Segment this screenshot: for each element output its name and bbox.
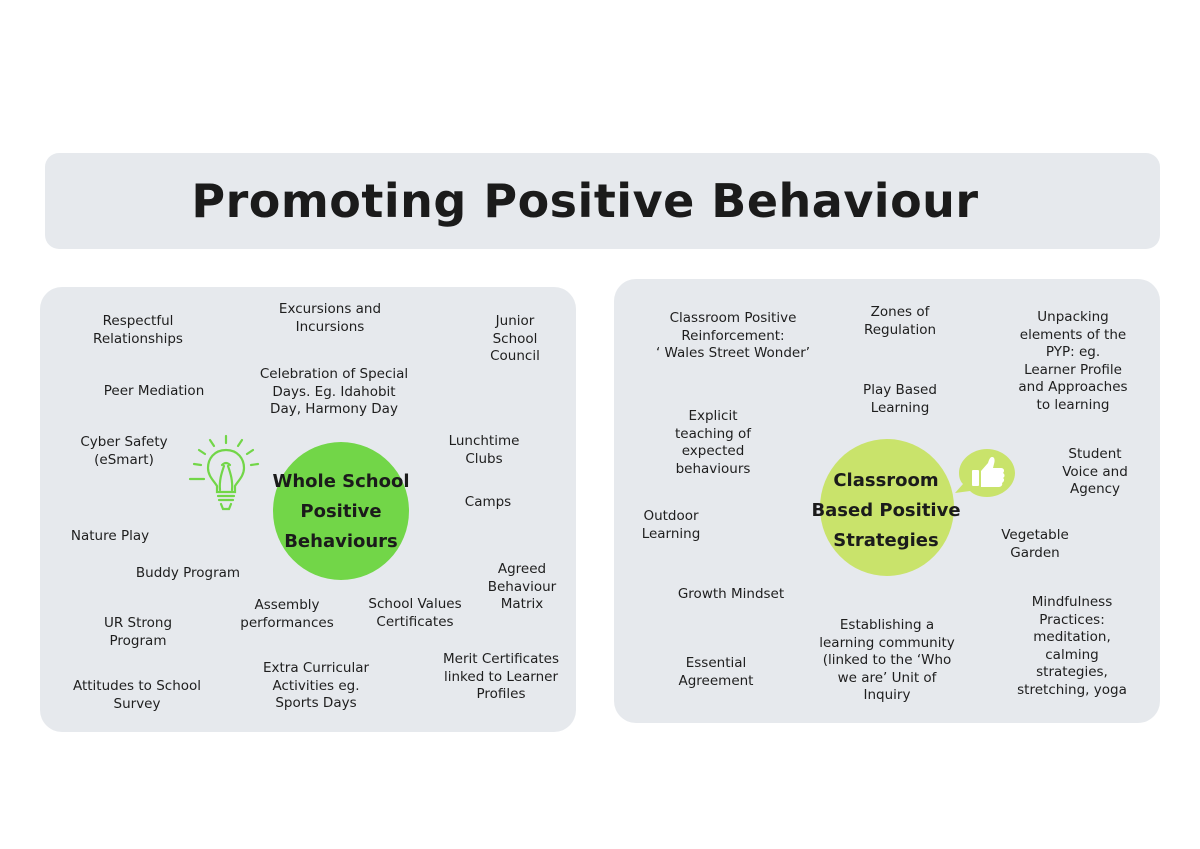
- whole-school-item: Lunchtime Clubs: [448, 433, 520, 467]
- classroom-item: Establishing a learning community (linke…: [819, 617, 955, 703]
- whole-school-item: Extra Curricular Activities eg. Sports D…: [262, 660, 370, 711]
- whole-school-item: Assembly performances: [240, 597, 334, 631]
- whole-school-item: Peer Mediation: [103, 383, 205, 399]
- classroom-item: Classroom Positive Reinforcement: ‘ Wale…: [655, 310, 811, 361]
- thumbs-up-icon: [955, 449, 1015, 497]
- classroom-item: Zones of Regulation: [863, 304, 937, 338]
- whole-school-item: UR Strong Program: [103, 615, 173, 649]
- whole-school-item: Camps: [464, 494, 512, 510]
- whole-school-hub: [273, 442, 409, 580]
- lightbulb-icon: [188, 434, 260, 511]
- classroom-item: Outdoor Learning: [641, 508, 701, 542]
- whole-school-item: Agreed Behaviour Matrix: [487, 561, 557, 612]
- whole-school-item: Respectful Relationships: [93, 313, 183, 347]
- classroom-item: Growth Mindset: [677, 586, 785, 602]
- whole-school-item: Nature Play: [70, 528, 150, 544]
- classroom-item: Essential Agreement: [678, 655, 754, 689]
- whole-school-item: Celebration of Special Days. Eg. Idahobi…: [259, 366, 409, 417]
- classroom-item: Unpacking elements of the PYP: eg. Learn…: [1018, 309, 1128, 413]
- classroom-hub: [820, 439, 954, 576]
- whole-school-hub-label: Whole School Positive Behaviours: [272, 471, 410, 552]
- whole-school-item: Cyber Safety (eSmart): [80, 434, 168, 468]
- classroom-item: Student Voice and Agency: [1062, 446, 1128, 497]
- title-banner: Promoting Positive Behaviour: [45, 153, 1160, 249]
- whole-school-item: School Values Certificates: [368, 596, 462, 630]
- whole-school-item: Excursions and Incursions: [278, 301, 382, 335]
- whole-school-item: Merit Certificates linked to Learner Pro…: [443, 651, 559, 702]
- whole-school-item: Buddy Program: [135, 565, 241, 581]
- classroom-item: Mindfulness Practices: meditation, calmi…: [1017, 594, 1127, 698]
- page-title: Promoting Positive Behaviour: [191, 174, 979, 228]
- classroom-item: Explicit teaching of expected behaviours: [674, 408, 752, 477]
- whole-school-item: Attitudes to School Survey: [72, 678, 202, 712]
- whole-school-item: Junior School Council: [490, 313, 540, 364]
- classroom-hub-label: Classroom Based Positive Strategies: [811, 470, 961, 551]
- classroom-item: Vegetable Garden: [1001, 527, 1069, 561]
- classroom-item: Play Based Learning: [863, 382, 937, 416]
